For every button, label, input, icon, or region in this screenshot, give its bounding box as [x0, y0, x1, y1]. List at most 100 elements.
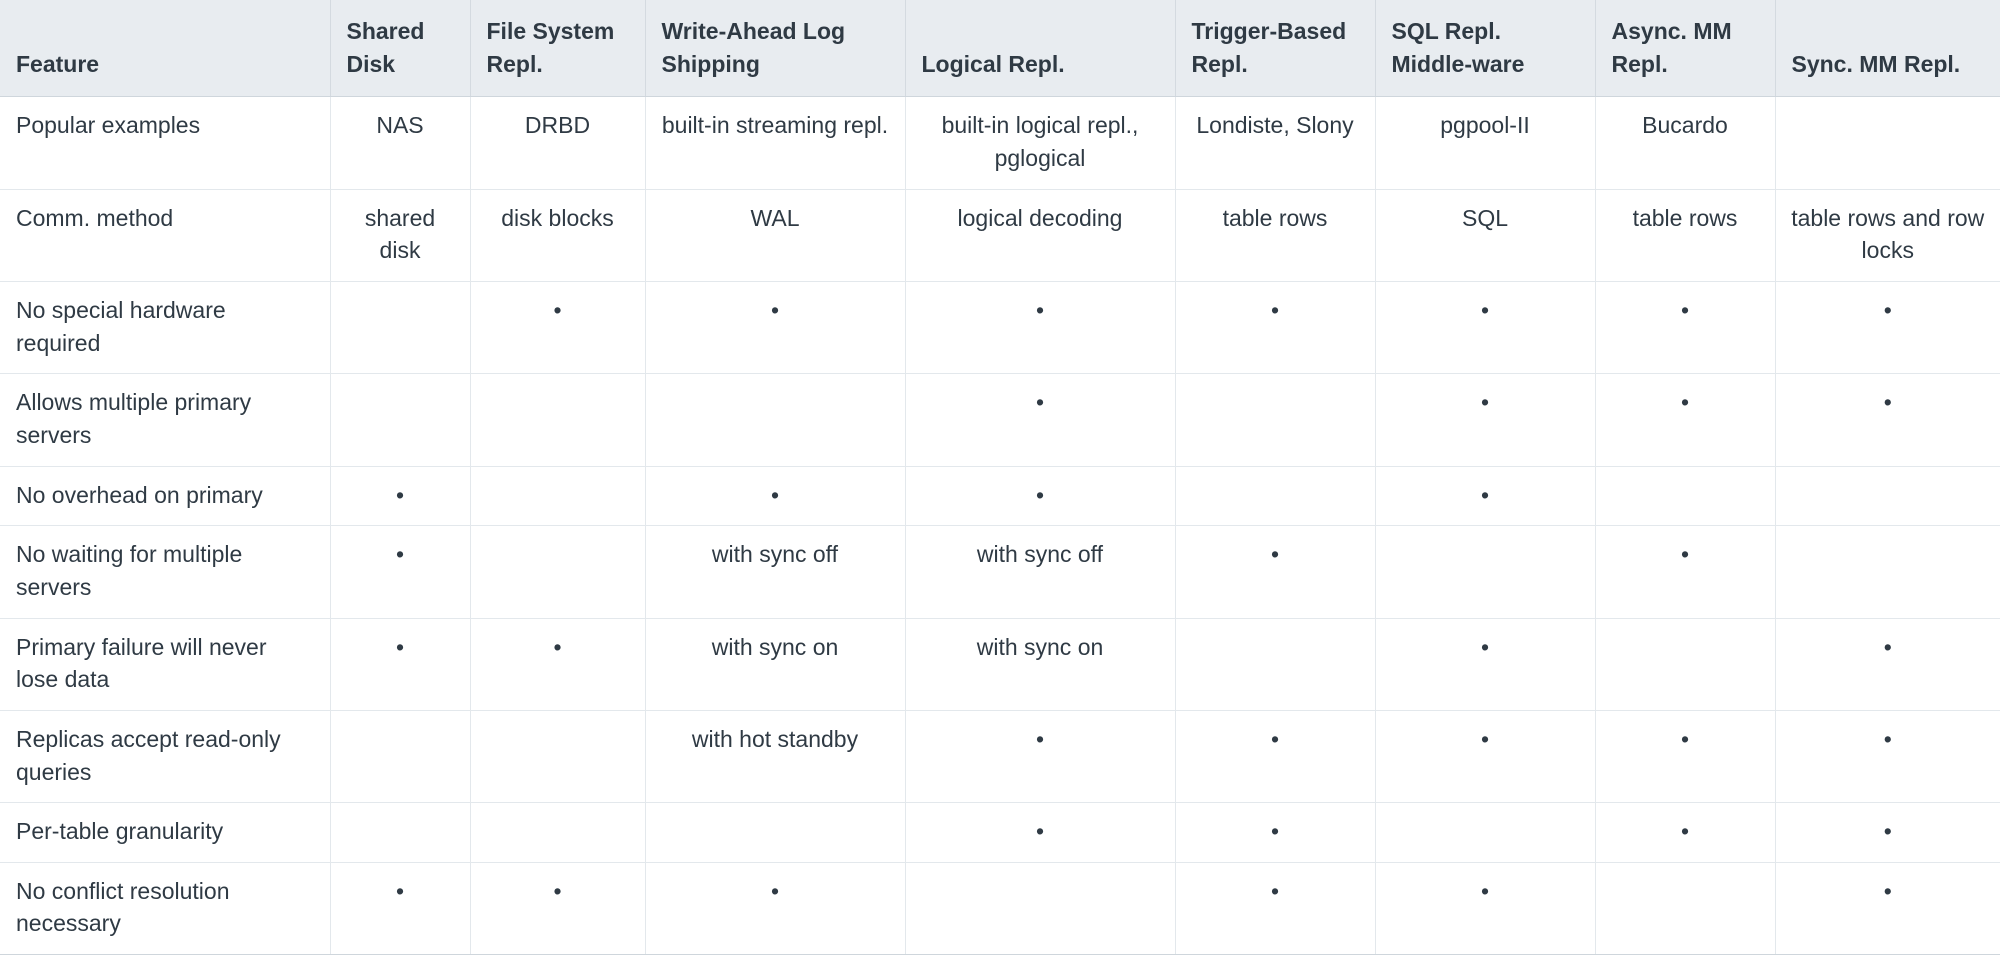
- table-cell: logical decoding: [905, 189, 1176, 282]
- table-row: Allows multiple primary servers • • • •: [0, 373, 2000, 467]
- table-row: No special hardware required • • • • • •…: [0, 281, 2000, 375]
- table-cell: [330, 281, 471, 375]
- table-cell: with sync on: [905, 618, 1176, 711]
- feature-label: No conflict resolution necessary: [0, 862, 331, 956]
- table-row: Replicas accept read-only queries with h…: [0, 710, 2000, 804]
- table-cell: [330, 710, 471, 804]
- table-cell: built-in logical repl., pglogical: [905, 96, 1176, 190]
- feature-label: Per-table granularity: [0, 802, 331, 863]
- table-cell: [470, 373, 646, 467]
- table-cell: [645, 373, 906, 467]
- table-cell: •: [1775, 862, 2000, 956]
- table-cell: table rows: [1175, 189, 1376, 282]
- table-cell: pgpool-II: [1375, 96, 1596, 190]
- table-cell: •: [905, 281, 1176, 375]
- feature-label: Popular examples: [0, 96, 331, 190]
- table-cell: with sync off: [645, 525, 906, 619]
- table-cell: [1175, 466, 1376, 527]
- feature-label: Replicas accept read-only queries: [0, 710, 331, 804]
- feature-label: Primary failure will never lose data: [0, 618, 331, 711]
- table-cell: [1775, 96, 2000, 190]
- column-header-logical-repl: Logical Repl.: [905, 0, 1176, 98]
- table-cell: •: [905, 802, 1176, 863]
- table-cell: •: [470, 618, 646, 711]
- table-cell: [1595, 618, 1776, 711]
- table-row: Primary failure will never lose data • •…: [0, 618, 2000, 711]
- table-cell: [645, 802, 906, 863]
- table-cell: •: [1595, 373, 1776, 467]
- column-header-sql-repl-middleware: SQL Repl. Middle-ware: [1375, 0, 1596, 98]
- table-cell: •: [1375, 618, 1596, 711]
- feature-label: Allows multiple primary servers: [0, 373, 331, 467]
- table-cell: [1375, 525, 1596, 619]
- table-cell: •: [645, 281, 906, 375]
- table-cell: table rows and row locks: [1775, 189, 2000, 282]
- table-cell: with sync on: [645, 618, 906, 711]
- table-cell: WAL: [645, 189, 906, 282]
- column-header-sync-mm-repl: Sync. MM Repl.: [1775, 0, 2000, 98]
- table-cell: •: [905, 710, 1176, 804]
- table-row: No conflict resolution necessary • • • •…: [0, 862, 2000, 956]
- table-cell: •: [645, 862, 906, 956]
- feature-label: No waiting for multiple servers: [0, 525, 331, 619]
- table-cell: •: [1175, 525, 1376, 619]
- table-cell: [330, 373, 471, 467]
- table-cell: •: [1175, 802, 1376, 863]
- table-cell: •: [330, 618, 471, 711]
- table-cell: •: [1775, 281, 2000, 375]
- table-cell: •: [1375, 862, 1596, 956]
- table-cell: •: [330, 466, 471, 527]
- table-cell: with sync off: [905, 525, 1176, 619]
- column-header-file-system-repl: File System Repl.: [470, 0, 646, 98]
- table-cell: •: [1175, 710, 1376, 804]
- table-cell: •: [1175, 862, 1376, 956]
- table-cell: with hot standby: [645, 710, 906, 804]
- column-header-async-mm-repl: Async. MM Repl.: [1595, 0, 1776, 98]
- column-header-write-ahead-log-shipping: Write-Ahead Log Shipping: [645, 0, 906, 98]
- table-cell: shared disk: [330, 189, 471, 282]
- table-cell: •: [905, 373, 1176, 467]
- table-row: Comm. method shared disk disk blocks WAL…: [0, 189, 2000, 282]
- feature-label: No overhead on primary: [0, 466, 331, 527]
- table-cell: •: [1375, 373, 1596, 467]
- table-cell: •: [645, 466, 906, 527]
- table-cell: •: [1375, 466, 1596, 527]
- table-cell: [1775, 466, 2000, 527]
- table-cell: NAS: [330, 96, 471, 190]
- feature-label: No special hardware required: [0, 281, 331, 375]
- table-cell: [470, 710, 646, 804]
- table-cell: [905, 862, 1176, 956]
- table-cell: •: [1595, 710, 1776, 804]
- table-cell: disk blocks: [470, 189, 646, 282]
- table-cell: •: [1375, 281, 1596, 375]
- table-row: Popular examples NAS DRBD built-in strea…: [0, 96, 2000, 190]
- table-header-row: Feature Shared Disk File System Repl. Wr…: [0, 0, 2000, 98]
- table-row: Per-table granularity • • • •: [0, 802, 2000, 863]
- table-header: Feature Shared Disk File System Repl. Wr…: [0, 0, 2000, 98]
- table-cell: •: [1775, 373, 2000, 467]
- feature-label: Comm. method: [0, 189, 331, 282]
- table-row: No overhead on primary • • • •: [0, 466, 2000, 527]
- table-cell: [1595, 862, 1776, 956]
- column-header-shared-disk: Shared Disk: [330, 0, 471, 98]
- table-cell: •: [470, 862, 646, 956]
- table-cell: [330, 802, 471, 863]
- table-row: No waiting for multiple servers • with s…: [0, 525, 2000, 619]
- table-cell: •: [470, 281, 646, 375]
- table-cell: [470, 525, 646, 619]
- table-cell: table rows: [1595, 189, 1776, 282]
- table-cell: •: [1175, 281, 1376, 375]
- table-cell: [1595, 466, 1776, 527]
- table-cell: built-in streaming repl.: [645, 96, 906, 190]
- table-cell: [1775, 525, 2000, 619]
- table-cell: •: [1775, 710, 2000, 804]
- table-cell: SQL: [1375, 189, 1596, 282]
- table-cell: [470, 466, 646, 527]
- column-header-feature: Feature: [0, 0, 331, 98]
- table-cell: •: [1775, 802, 2000, 863]
- table-cell: •: [1595, 802, 1776, 863]
- table-cell: Londiste, Slony: [1175, 96, 1376, 190]
- table-cell: •: [330, 862, 471, 956]
